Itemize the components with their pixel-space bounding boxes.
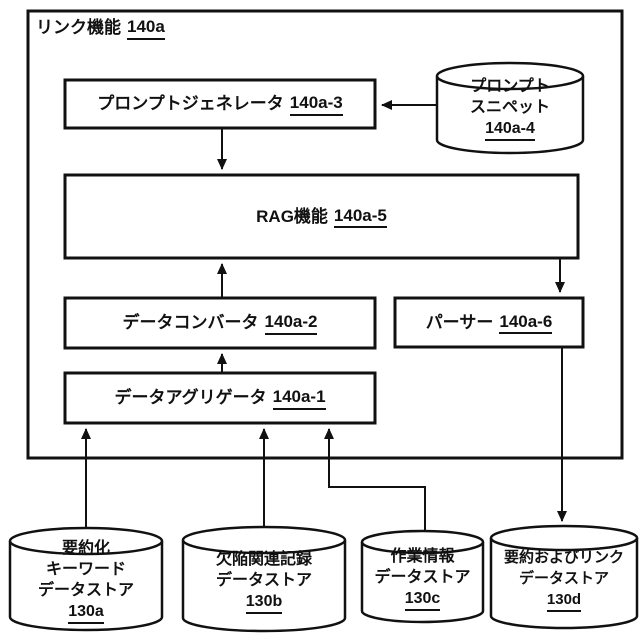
datastore-130b-line1: 欠陥関連記録 (215, 550, 312, 568)
datastore-130a-cylinder (8, 526, 164, 632)
prompt-snippet-line2: スニペット (469, 98, 550, 116)
rag-function-text: RAG機能 (256, 206, 328, 226)
prompt-snippet-line1: プロンプト (470, 77, 550, 95)
prompt-generator-label: プロンプトジェネレータ 140a-3 (65, 80, 375, 128)
prompt-generator-ref: 140a-3 (289, 92, 343, 116)
datastore-130b-ref: 130b (245, 591, 283, 614)
data-converter-box (63, 296, 377, 350)
link-function-title: リンク機能 140a (36, 16, 336, 40)
datastore-130c-line1: 作業情報 (390, 547, 455, 565)
datastore-130d-line1: 要約およびリンク (503, 548, 624, 566)
parser-box (393, 296, 585, 349)
parser-ref: 140a-6 (499, 311, 553, 335)
datastore-130d-line2: データストア (518, 569, 609, 587)
prompt-snippet-cylinder (435, 61, 585, 155)
link-function-outer-box (26, 9, 624, 460)
prompt-generator-box (63, 78, 377, 130)
rag-function-box (63, 173, 580, 260)
datastore-130b-line2: データストア (215, 571, 312, 589)
datastore-130a-line2: キーワード (45, 561, 126, 578)
prompt-snippet-label: プロンプト スニペット 140a-4 (437, 66, 583, 150)
data-converter-ref: 140a-2 (264, 311, 318, 335)
datastore-130a-ref: 130a (68, 601, 104, 624)
prompt-generator-text: プロンプトジェネレータ (97, 94, 284, 114)
data-aggregator-ref: 140a-1 (272, 386, 326, 410)
datastore-130d-cylinder (489, 524, 639, 630)
datastore-130c-label: 作業情報 データストア 130c (362, 538, 483, 618)
arrow-datastore-130c-to-aggregator (324, 428, 426, 531)
datastore-130d-label: 要約およびリンク データストア 130d (491, 536, 637, 622)
datastore-130a-line1: 要約化 (61, 540, 110, 557)
data-converter-label: データコンバータ 140a-2 (65, 298, 375, 348)
prompt-snippet-ref: 140a-4 (485, 118, 535, 141)
datastore-130c-ref: 130c (404, 588, 441, 611)
parser-text: パーサー (425, 312, 494, 332)
link-function-ref: 140a (127, 16, 165, 40)
datastore-130d-ref: 130d (546, 589, 582, 612)
parser-label: パーサー 140a-6 (395, 298, 583, 347)
link-function-label: リンク機能 (36, 18, 121, 38)
rag-function-ref: 140a-5 (333, 205, 387, 229)
datastore-130b-label: 欠陥関連記録 データストア 130b (183, 538, 345, 624)
data-converter-text: データコンバータ (122, 313, 259, 333)
datastore-130c-line2: データストア (374, 568, 471, 586)
data-aggregator-label: データアグリゲータ 140a-1 (65, 373, 375, 423)
datastore-130b-cylinder (181, 525, 347, 633)
data-aggregator-text: データアグリゲータ (114, 388, 267, 408)
rag-function-label: RAG機能 140a-5 (65, 175, 578, 258)
datastore-130c-cylinder (360, 529, 485, 624)
datastore-130a-label: 要約化 キーワード データストア 130a (10, 534, 162, 628)
data-aggregator-box (63, 371, 377, 425)
datastore-130a-line3: データストア (37, 582, 134, 599)
